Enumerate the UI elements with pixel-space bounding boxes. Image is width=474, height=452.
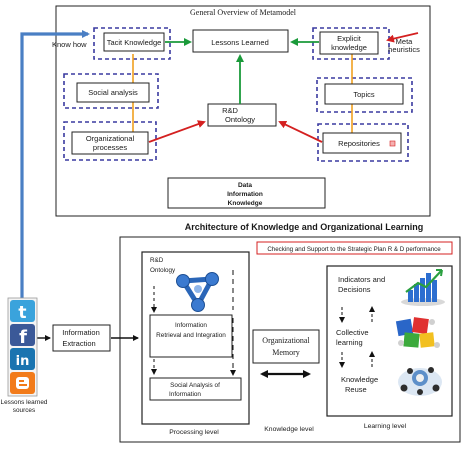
repositories-box	[322, 132, 402, 154]
rd-ontology-label-1: R&D	[222, 106, 238, 115]
red-arrow-meta-heuristics	[386, 32, 419, 43]
explicit-knowledge-label-1: Explicit	[337, 34, 362, 43]
information-extraction-box	[52, 324, 111, 352]
social-analysis-label: Social analysis	[88, 88, 138, 97]
topics-dashed-box	[316, 77, 413, 113]
reuse-label-2: Reuse	[345, 385, 367, 394]
retrieval-label-1: Information	[175, 322, 207, 329]
linkedin-icon: in	[10, 348, 35, 370]
retrieval-label-2: Retrieval and Integration	[156, 332, 226, 339]
legend-knowledge: Knowledge	[228, 200, 263, 207]
repositories-label: Repositories	[338, 139, 380, 148]
social-analysis-info-label-2: Information	[169, 391, 201, 398]
checking-support-box	[256, 241, 453, 255]
social-dashed-box	[63, 73, 159, 109]
explicit-dashed-box	[312, 27, 390, 60]
collective-label-2: learning	[336, 338, 363, 347]
retrieval-integration-box	[149, 314, 233, 358]
orgproc-dashed-box	[63, 121, 157, 161]
social-analysis-info-label-1: Social Analysis of	[170, 382, 220, 389]
collective-label-1: Collective	[336, 328, 369, 337]
rd-ontology-label-2: Ontology	[225, 115, 255, 124]
blogger-icon	[10, 372, 35, 394]
bar-chart-icon	[401, 269, 445, 306]
reuse-label-1: Knowledge	[341, 375, 378, 384]
organizational-memory-box	[252, 329, 320, 364]
repo-dashed-box	[317, 123, 409, 162]
lessons-learned-box	[192, 29, 289, 53]
metamodel-panel: General Overview of Metamodel Tacit Know…	[55, 5, 431, 217]
learning-level-label: Learning level	[364, 423, 407, 430]
red-arrow-orgproc-to-ontology	[148, 120, 206, 143]
tacit-dashed-box	[93, 27, 171, 60]
meta-heuristics-label-1: Meta	[396, 37, 414, 46]
metamodel-title: General Overview of Metamodel	[190, 8, 297, 17]
repositories-red-marker	[389, 140, 396, 147]
info-extraction-label-1: Information	[62, 328, 100, 337]
info-extraction-label-2: Extraction	[62, 339, 95, 348]
processing-rd-2: Ontology	[150, 267, 176, 274]
sources-label-1: Lessons learned	[1, 399, 48, 406]
sources-label-2: sources	[13, 407, 35, 414]
svg-text:f: f	[19, 327, 27, 348]
lessons-learned-label: Lessons Learned	[211, 38, 269, 47]
org-processes-box	[71, 131, 149, 155]
meta-heuristics-label-2: heuristics	[388, 45, 420, 54]
tacit-knowledge-box	[103, 32, 165, 52]
legend-information: Information	[227, 191, 263, 198]
topics-box	[324, 83, 404, 105]
checking-support-label: Checking and Support to the Strategic Pl…	[267, 246, 441, 253]
explicit-knowledge-box	[319, 31, 379, 55]
social-sources-stack: t f in	[7, 297, 38, 397]
ontology-network-icon	[176, 272, 219, 312]
architecture-title: Architecture of Knowledge and Organizati…	[185, 222, 424, 232]
indicators-label-1: Indicators and	[338, 275, 385, 284]
know-how-label: Know how	[52, 40, 87, 49]
topics-label: Topics	[353, 90, 375, 99]
legend-box	[167, 177, 326, 209]
org-memory-label-1: Organizational	[262, 336, 310, 345]
knowledge-level-label: Knowledge level	[264, 426, 314, 433]
processing-level-label: Processing level	[169, 429, 219, 436]
tacit-knowledge-label: Tacit Knowledge	[107, 38, 162, 47]
svg-text:in: in	[16, 354, 30, 369]
org-processes-label-1: Organizational	[86, 134, 135, 143]
twitter-icon: t	[10, 300, 35, 323]
legend-data: Data	[238, 182, 252, 189]
indicators-label-2: Decisions	[338, 285, 371, 294]
know-how-flow-arrow	[20, 30, 90, 298]
red-arrow-repos-to-ontology	[278, 120, 323, 143]
knowledge-reuse-icon	[398, 367, 442, 396]
architecture-panel: Checking and Support to the Strategic Pl…	[119, 236, 461, 443]
rd-ontology-box	[207, 103, 277, 127]
org-processes-label-2: processes	[93, 143, 127, 152]
processing-rd-1: R&D	[150, 257, 164, 264]
facebook-icon: f	[10, 324, 35, 348]
collective-learning-icon	[395, 317, 440, 348]
explicit-knowledge-label-2: knowledge	[331, 43, 367, 52]
social-analysis-info-box	[149, 377, 242, 401]
social-analysis-box	[76, 82, 150, 103]
svg-text:t: t	[18, 303, 26, 323]
org-memory-label-2: Memory	[272, 348, 300, 357]
